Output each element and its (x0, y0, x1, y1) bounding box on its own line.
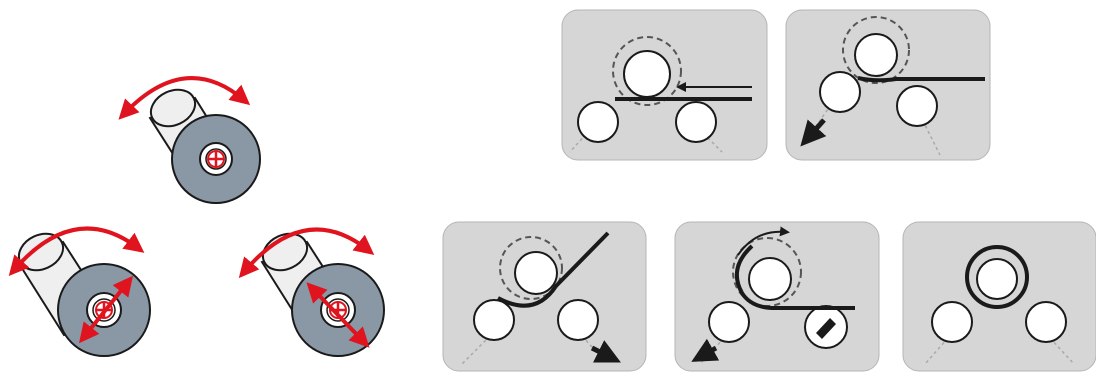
step-panel (785, 9, 991, 161)
material-sheet (734, 244, 855, 311)
lower-right-roller (557, 299, 599, 341)
lower-right-roller (1025, 301, 1067, 343)
upper-roller-path (842, 16, 910, 84)
step-1 (561, 9, 768, 161)
upper-roller (748, 257, 792, 301)
lower-left-roller (931, 301, 973, 343)
lower-right-roller (896, 85, 938, 127)
lower-left-roller (708, 301, 750, 343)
shift-arrow-icon (79, 275, 133, 344)
roller-rotate (118, 76, 261, 204)
step-3 (442, 221, 647, 372)
upper-roller (854, 33, 898, 77)
roller-shift-b (238, 227, 385, 357)
rolled-material (965, 245, 1029, 309)
lower-left-roller (577, 101, 619, 143)
lower-left-roller (473, 299, 515, 341)
step-2 (785, 9, 991, 161)
material-sheet (857, 76, 985, 83)
move-arrow-icon (800, 118, 827, 147)
lower-right-roller (675, 101, 717, 143)
upper-roller (514, 251, 558, 295)
step-4 (674, 221, 880, 372)
shift-arrow-icon (306, 282, 370, 348)
material-sheet (497, 231, 610, 308)
roller-shift-a (8, 226, 151, 357)
upper-roller-path (499, 236, 563, 300)
roller-lock-icon (816, 318, 836, 339)
step-5 (902, 221, 1096, 372)
rotate-arrow-icon (238, 227, 375, 279)
upper-roller (976, 258, 1018, 300)
lower-left-roller (819, 71, 861, 113)
rotate-arrow-icon (8, 226, 145, 277)
upper-roller (623, 50, 671, 98)
move-arrow-icon (691, 338, 720, 362)
rotate-arrow-icon (118, 76, 251, 120)
rotate-arrow-icon (737, 226, 790, 256)
upper-roller-path (612, 36, 682, 106)
move-arrow-icon (590, 340, 621, 363)
